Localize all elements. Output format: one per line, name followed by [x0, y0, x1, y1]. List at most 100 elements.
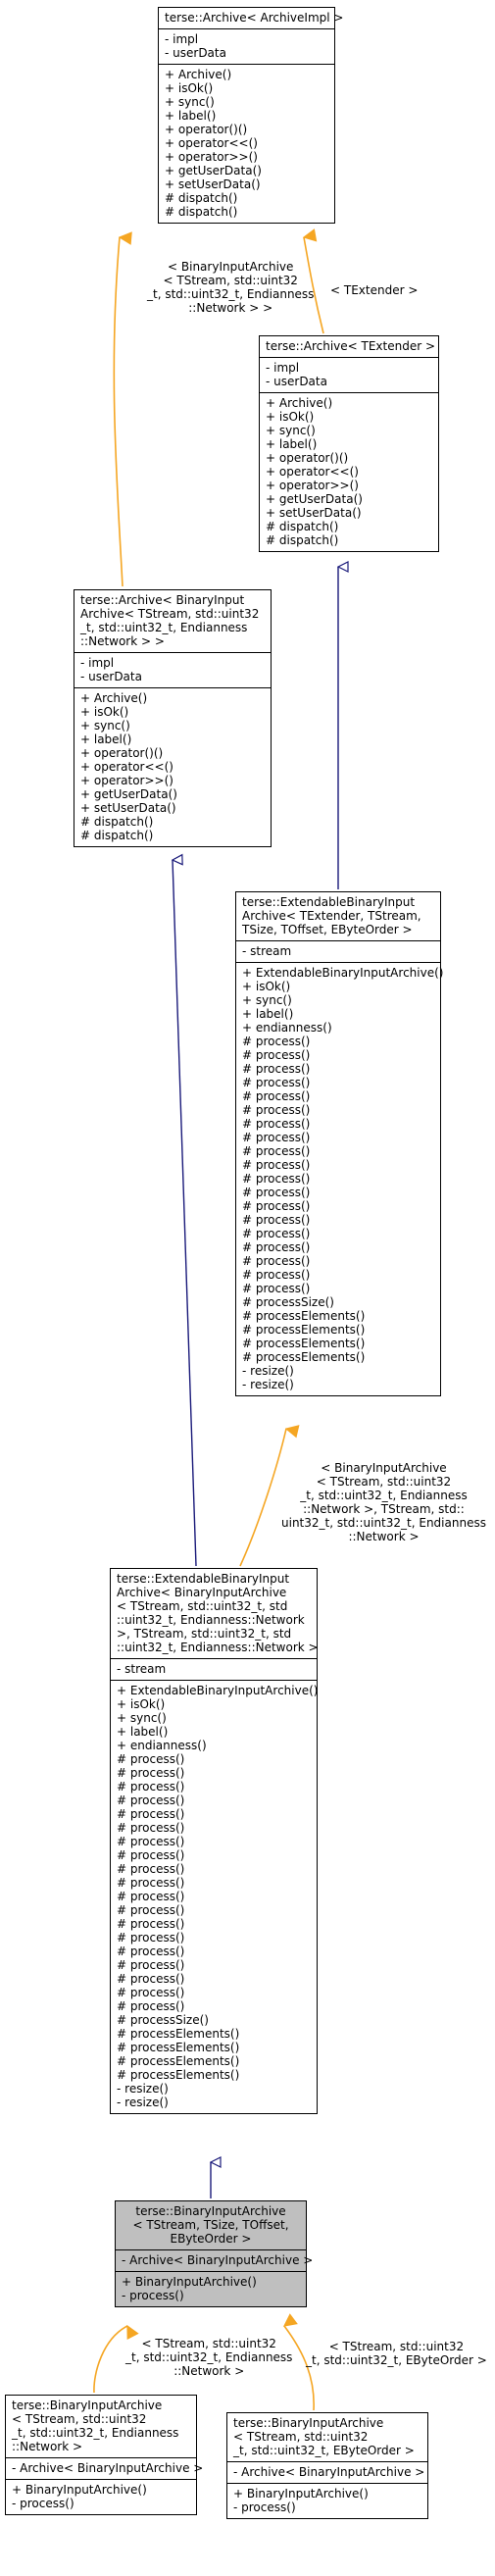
class-attributes: - impl- userData — [74, 652, 271, 687]
class-operation: # process() — [242, 1254, 311, 1268]
class-title: terse::Archive< ArchiveImpl > — [165, 11, 344, 25]
class-operation: # process() — [242, 1131, 311, 1144]
class-operation: # process() — [242, 1199, 311, 1213]
class-operation: # processElements() — [242, 1323, 366, 1337]
class-binaryinputarchive-network[interactable]: terse::BinaryInputArchive< TStream, std:… — [5, 2395, 203, 2515]
class-operation: # process() — [117, 1835, 185, 1848]
class-operation: + label() — [242, 1007, 294, 1021]
class-operation: # process() — [117, 1958, 185, 1972]
class-operation: # process() — [242, 1282, 311, 1295]
class-operation: # process() — [242, 1089, 311, 1103]
edge-e2 — [304, 237, 324, 334]
class-attributes: - Archive< BinaryInputArchive > — [227, 2461, 427, 2483]
class-attributes: - Archive< BinaryInputArchive > — [116, 2249, 313, 2271]
class-operation: # process() — [242, 1117, 311, 1131]
class-operation: # process() — [242, 1076, 311, 1089]
class-operations: + BinaryInputArchive()- process() — [227, 2483, 427, 2518]
class-operation: + ExtendableBinaryInputArchive() — [242, 966, 444, 980]
class-operation: # processElements() — [242, 1309, 366, 1323]
class-attributes: - stream — [111, 1658, 317, 1680]
class-operation: # process() — [117, 1848, 185, 1862]
class-attributes: - Archive< BinaryInputArchive > — [6, 2457, 203, 2479]
class-title: terse::Archive< TExtender > — [266, 339, 436, 353]
edge-e1 — [113, 237, 123, 587]
class-operation: # process() — [242, 1144, 311, 1158]
class-operation: # process() — [242, 1227, 311, 1240]
class-operation: # process() — [117, 1821, 185, 1835]
class-operation: # process() — [117, 1807, 185, 1821]
class-operation: + endianness() — [242, 1021, 332, 1035]
class-operation: # process() — [242, 1048, 311, 1062]
class-archive-archiveimpl[interactable]: terse::Archive< ArchiveImpl > - impl- us… — [158, 7, 344, 224]
edge-label-e8: < TStream, std::uint32_t, std::uint32_t,… — [306, 2340, 487, 2367]
edge-e5 — [239, 1429, 286, 1567]
class-attributes: - stream — [236, 940, 440, 962]
class-operation: # process() — [242, 1103, 311, 1117]
class-operation: # process() — [242, 1240, 311, 1254]
class-operation: # process() — [242, 1035, 311, 1048]
edge-label-e1: < BinaryInputArchive< TStream, std::uint… — [147, 260, 315, 315]
class-operation: # process() — [242, 1172, 311, 1186]
edge-e7 — [93, 2326, 127, 2394]
class-operation: # process() — [117, 1903, 185, 1917]
class-operation: - resize() — [117, 2096, 169, 2109]
class-operation: - resize() — [117, 2082, 169, 2096]
edge-e8 — [284, 2326, 315, 2411]
class-operation: # process() — [117, 1793, 185, 1807]
class-operation: # processElements() — [117, 2027, 240, 2041]
class-operation: # processElements() — [242, 1337, 366, 1350]
class-operations: + Archive()+ isOk()+ sync()+ label()+ op… — [159, 64, 334, 223]
class-operation: # process() — [117, 1986, 185, 1999]
edge-e4 — [173, 860, 197, 1567]
class-operations: + ExtendableBinaryInputArchive()+ isOk()… — [111, 1680, 319, 2113]
class-operation: # processElements() — [117, 2054, 240, 2068]
edge-label-e7: < TStream, std::uint32_t, std::uint32_t,… — [125, 2337, 293, 2378]
class-operation: # process() — [117, 1972, 185, 1986]
class-operation: # process() — [117, 1752, 185, 1766]
class-operation: + sync() — [117, 1711, 167, 1725]
class-operation: # process() — [242, 1158, 311, 1172]
class-operation: + ExtendableBinaryInputArchive() — [117, 1684, 319, 1697]
class-operation: # process() — [242, 1268, 311, 1282]
class-operation: - resize() — [242, 1364, 294, 1378]
class-operation: # process() — [117, 1890, 185, 1903]
class-operations: + ExtendableBinaryInputArchive()+ isOk()… — [236, 962, 444, 1395]
class-binaryinputarchive-current[interactable]: terse::BinaryInputArchive< TStream, TSiz… — [115, 2200, 313, 2307]
class-operation: # processSize() — [242, 1295, 334, 1309]
class-operations: + BinaryInputArchive()- process() — [6, 2479, 196, 2514]
class-operation: + isOk() — [117, 1697, 166, 1711]
class-operation: # processSize() — [117, 2013, 209, 2027]
class-binaryinputarchive-ebyteorder[interactable]: terse::BinaryInputArchive< TStream, std:… — [226, 2412, 428, 2519]
class-operations: + BinaryInputArchive()- process() — [116, 2271, 306, 2306]
class-operation: # process() — [242, 1213, 311, 1227]
class-operation: # process() — [242, 1062, 311, 1076]
class-operation: # process() — [117, 1862, 185, 1876]
class-operation: # process() — [117, 1780, 185, 1793]
class-operation: - resize() — [242, 1378, 294, 1391]
class-title: terse::BinaryInputArchive< TStream, std:… — [233, 2416, 415, 2457]
class-title: terse::BinaryInputArchive< TStream, std:… — [12, 2399, 179, 2453]
class-operation: # process() — [242, 1186, 311, 1199]
class-operation: # process() — [117, 1876, 185, 1890]
class-operation: # process() — [117, 1945, 185, 1958]
class-operation: # processElements() — [117, 2041, 240, 2054]
class-archive-textender[interactable]: terse::Archive< TExtender > - impl- user… — [259, 335, 439, 552]
class-operation: + sync() — [242, 993, 292, 1007]
class-operation: # processElements() — [242, 1350, 366, 1364]
class-operation: + label() — [117, 1725, 169, 1739]
class-operation: # process() — [117, 1766, 185, 1780]
class-operations: + Archive()+ isOk()+ sync()+ label()+ op… — [260, 392, 438, 551]
class-operation: # process() — [117, 1999, 185, 2013]
class-operations: + Archive()+ isOk()+ sync()+ label()+ op… — [74, 687, 271, 846]
class-operation: # processElements() — [117, 2068, 240, 2082]
edge-label-e2: < TExtender > — [330, 283, 419, 297]
class-attributes: - impl- userData — [260, 357, 438, 392]
edge-label-e5: < BinaryInputArchive< TStream, std::uint… — [281, 1461, 486, 1543]
